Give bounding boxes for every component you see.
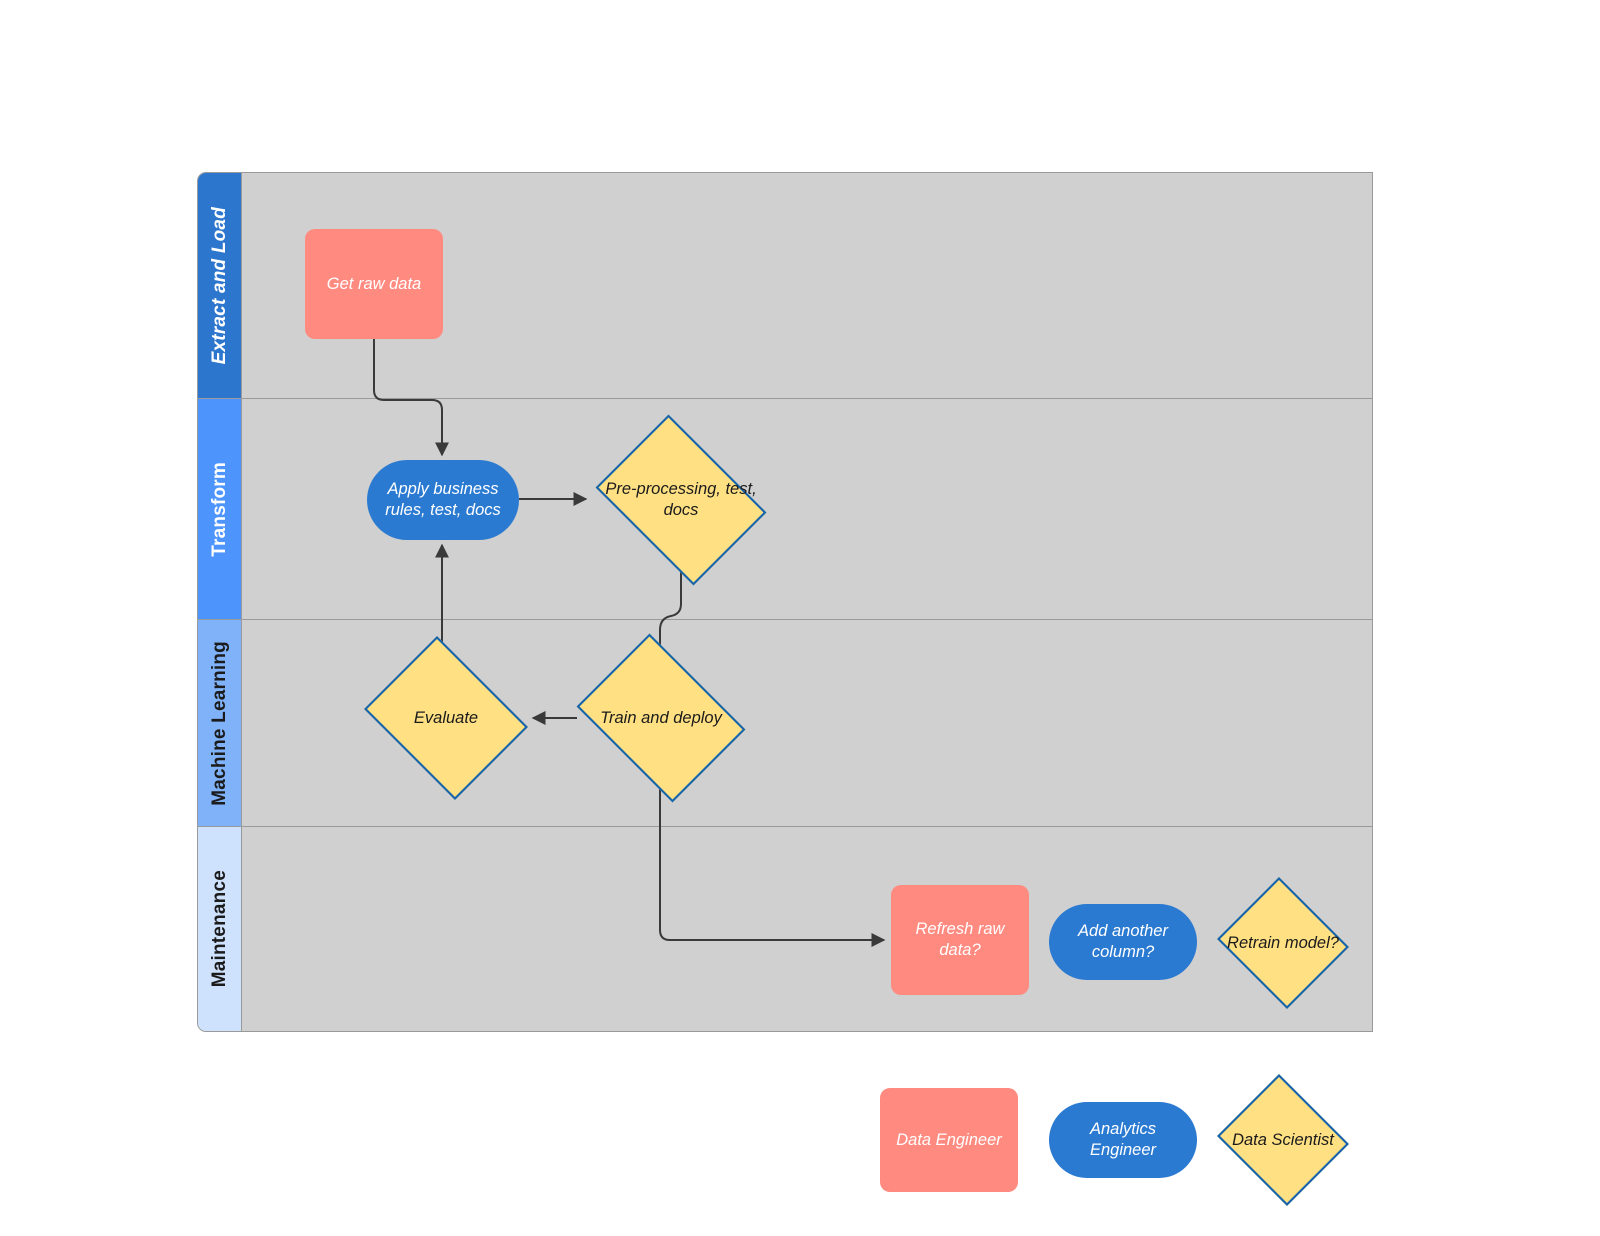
lane-header-maintenance[interactable]: Maintenance [198, 827, 242, 1031]
node-add-another-column[interactable]: Add another column? [1049, 904, 1197, 980]
lane-body-maintenance [242, 827, 1372, 1031]
lane-label-machine-learning: Machine Learning [208, 640, 230, 806]
lane-label-extract-and-load: Extract and Load [208, 206, 230, 365]
legend-item-data-engineer[interactable]: Data Engineer [880, 1088, 1018, 1192]
lane-header-transform[interactable]: Transform [198, 399, 242, 619]
legend-label-data-engineer: Data Engineer [896, 1130, 1002, 1149]
node-pre-processing[interactable]: Pre-processing, test, docs [583, 414, 779, 586]
node-label-evaluate: Evaluate [413, 708, 479, 727]
legend-label-data-scientist: Data Scientist [1232, 1130, 1334, 1149]
lane-label-transform: Transform [208, 461, 230, 557]
node-label-add-another-column: Add another column? [1078, 922, 1168, 961]
node-get-raw-data[interactable]: Get raw data [305, 229, 443, 339]
lane-header-extract-and-load[interactable]: Extract and Load [198, 173, 242, 398]
node-refresh-raw-data[interactable]: Refresh raw data? [891, 885, 1029, 995]
legend-item-data-scientist[interactable]: Data Scientist [1213, 1074, 1353, 1206]
node-label-train-and-deploy: Train and deploy [600, 708, 722, 727]
legend-label-analytics-engineer: Analytics Engineer [1089, 1120, 1157, 1159]
lane-header-machine-learning[interactable]: Machine Learning [198, 620, 242, 826]
legend: Data Engineer Analytics Engineer Data Sc… [878, 1074, 1378, 1206]
node-label-get-raw-data: Get raw data [326, 274, 422, 293]
node-label-refresh-raw-data: Refresh raw data? [915, 920, 1005, 959]
node-label-apply-business-rules: Apply business rules, test, docs [385, 480, 501, 519]
legend-item-analytics-engineer[interactable]: Analytics Engineer [1049, 1102, 1197, 1178]
node-retrain-model[interactable]: Retrain model? [1213, 877, 1353, 1009]
node-label-retrain-model: Retrain model? [1227, 933, 1339, 952]
node-label-pre-processing: Pre-processing, test, docs [605, 480, 757, 519]
node-train-and-deploy[interactable]: Train and deploy [565, 633, 757, 803]
node-apply-business-rules[interactable]: Apply business rules, test, docs [367, 460, 519, 540]
lane-label-maintenance: Maintenance [208, 870, 230, 988]
node-evaluate[interactable]: Evaluate [355, 636, 537, 800]
